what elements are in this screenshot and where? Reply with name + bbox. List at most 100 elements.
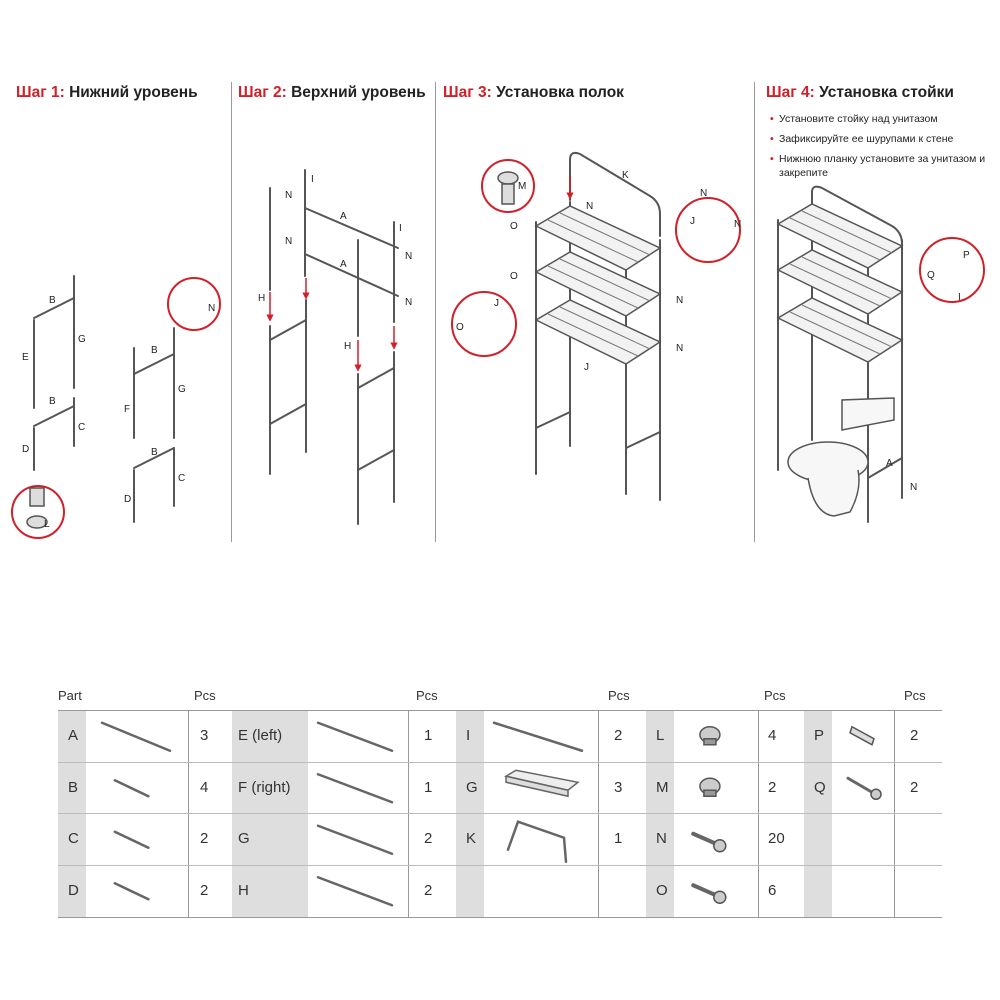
part-letter: N xyxy=(656,830,667,847)
diagram-label: N xyxy=(910,482,917,493)
diagram-label: M xyxy=(518,181,526,192)
divider xyxy=(188,711,189,917)
diagram-label: F xyxy=(124,404,130,415)
step-4-text: Установка стойки xyxy=(819,84,954,101)
diagram-label: C xyxy=(178,473,185,484)
part-quantity: 2 xyxy=(200,881,209,899)
part-quantity: 2 xyxy=(424,830,433,847)
step-4-number: Шаг 4: xyxy=(766,84,815,101)
step-1-text: Нижний уровень xyxy=(69,84,198,101)
part-quantity: 3 xyxy=(614,778,623,796)
diagram-label: E xyxy=(22,352,29,363)
diagram-label: N xyxy=(285,190,292,201)
step-divider-2 xyxy=(435,82,436,542)
diagram-label: B xyxy=(49,295,56,306)
part-quantity: 2 xyxy=(614,727,623,744)
diagram-label: H xyxy=(258,293,265,304)
letter-column xyxy=(232,711,308,917)
part-letter: C xyxy=(68,830,79,847)
part-quantity: 2 xyxy=(768,778,777,796)
part-header: Part xyxy=(58,688,82,703)
step-2-number: Шаг 2: xyxy=(238,84,287,101)
part-quantity: 3 xyxy=(200,727,209,744)
diagram-label: J xyxy=(494,298,499,309)
part-icons xyxy=(100,721,882,907)
pcs-header: Pcs xyxy=(904,688,926,703)
diagram-label: O xyxy=(510,221,518,232)
divider xyxy=(758,711,759,917)
diagram-label: G xyxy=(78,334,86,345)
pcs-header: Pcs xyxy=(416,688,438,703)
long-rod-icon xyxy=(316,876,394,907)
part-letter: I xyxy=(466,727,471,744)
pcs-header: Pcs xyxy=(608,688,630,703)
step-2-title: Шаг 2: Верхний уровень xyxy=(238,84,426,102)
screw-icon xyxy=(691,831,727,853)
diagram-label: A xyxy=(886,458,893,469)
part-letter: E (left) xyxy=(238,727,283,744)
part-letter: A xyxy=(68,727,79,744)
part-quantity: 6 xyxy=(768,881,777,899)
short-rod-icon xyxy=(113,882,150,901)
part-letter: L xyxy=(656,727,665,744)
long-rod-icon xyxy=(492,721,584,752)
step-2-text: Верхний уровень xyxy=(291,84,426,101)
part-quantity: 20 xyxy=(768,830,785,847)
diagram-label: L xyxy=(44,519,50,530)
wood-screw-icon xyxy=(846,776,882,800)
row-divider xyxy=(58,762,942,763)
instruction-item: Установите стойку над унитазом xyxy=(770,112,995,126)
diagram-label: N xyxy=(405,251,412,262)
diagram-label: G xyxy=(178,384,186,395)
diagram-label: A xyxy=(340,211,347,222)
long-rod-icon xyxy=(316,824,394,855)
part-letter: K xyxy=(466,830,477,847)
short-rod-icon xyxy=(113,779,150,798)
part-quantity: 2 xyxy=(910,778,919,796)
diagram-label: N xyxy=(208,303,215,314)
divider xyxy=(598,711,599,917)
step-4-title: Шаг 4: Установка стойки xyxy=(766,84,954,102)
step-3-number: Шаг 3: xyxy=(443,84,492,101)
short-rod-icon xyxy=(113,830,150,849)
instruction-item: Зафиксируйте ее шурупами к стене xyxy=(770,132,995,146)
step-4-instructions: Установите стойку над унитазом Зафиксиру… xyxy=(770,112,995,186)
diagram-label: D xyxy=(124,494,131,505)
part-quantity: 4 xyxy=(200,778,209,796)
step-2-labels: I N N A A I N N H H xyxy=(258,174,412,352)
diagram-label: N xyxy=(405,297,412,308)
diagram-label: H xyxy=(344,341,351,352)
part-letter: H xyxy=(238,881,249,899)
diagram-label: B xyxy=(151,447,158,458)
diagram-label: P xyxy=(963,250,970,261)
part-quantity: 2 xyxy=(200,830,209,847)
wall-anchor-icon xyxy=(849,725,875,746)
divider xyxy=(894,711,895,917)
diagram-label: N xyxy=(586,201,593,212)
diagram-label: C xyxy=(78,422,85,433)
step-1-title: Шаг 1: Нижний уровень xyxy=(16,84,198,102)
letter-column xyxy=(646,711,674,917)
long-rod-icon xyxy=(316,721,394,752)
diagram-label: D xyxy=(22,444,29,455)
part-letter: M xyxy=(656,778,669,796)
part-quantity: 1 xyxy=(424,727,433,744)
step-divider-1 xyxy=(231,82,232,542)
diagram-label: J xyxy=(584,362,589,373)
diagram-label: J xyxy=(690,216,695,227)
u-frame-icon xyxy=(506,820,568,863)
long-rod-icon xyxy=(316,773,394,804)
row-divider xyxy=(58,865,942,866)
part-letter: G xyxy=(466,778,478,796)
part-letter: D xyxy=(68,881,79,899)
diagram-label: O xyxy=(510,271,518,282)
row-divider xyxy=(58,813,942,814)
part-letter: G xyxy=(238,830,250,847)
assembly-diagram: B E G B D C L B F G B D C N I N N A A I … xyxy=(11,151,985,539)
diagram-label: N xyxy=(285,236,292,247)
foot-cap-icon xyxy=(699,726,721,746)
diagram-label: N xyxy=(676,295,683,306)
part-quantity: 1 xyxy=(424,778,433,796)
step-4-labels: Q P I A N xyxy=(886,250,970,493)
